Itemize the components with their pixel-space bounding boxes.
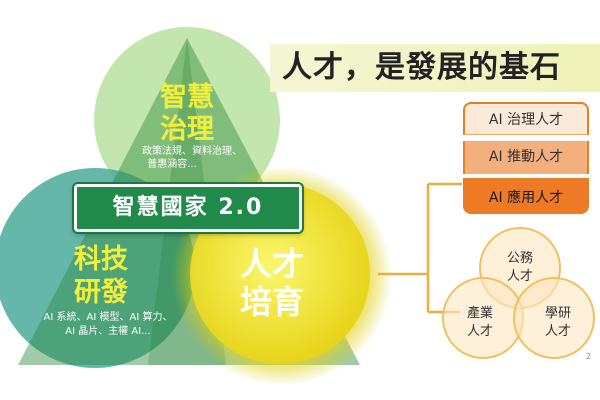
- tech-desc-2: AI 晶片、主權 AI...: [65, 324, 150, 337]
- governance-desc-2: 普惠涵容...: [147, 157, 197, 170]
- talent-type-promotion: AI 推動人才: [463, 141, 589, 174]
- smart-nation-banner: 智慧國家 2.0: [74, 184, 302, 232]
- venn-public-line2: 人才: [507, 269, 533, 284]
- page-number: 2: [586, 352, 592, 361]
- title-bar: [270, 44, 600, 92]
- talent-heading-2: 培育: [240, 283, 304, 321]
- governance-heading-2: 治理: [160, 114, 214, 145]
- venn-industry-line1: 產業: [467, 305, 493, 321]
- venn-academia-circle: [513, 277, 595, 359]
- governance-heading-1: 智慧: [160, 82, 214, 113]
- tech-heading-1: 科技: [74, 244, 128, 275]
- talent-type-governance: AI 治理人才: [463, 102, 589, 135]
- venn-public-line1: 公務: [507, 251, 533, 266]
- venn-industry-line2: 人才: [467, 324, 493, 339]
- page-title: 人才，是發展的基石: [282, 50, 561, 85]
- governance-desc-1: 政策法規、資料治理、: [142, 144, 242, 157]
- talent-type-application: AI 應用人才: [463, 178, 589, 214]
- tech-heading-2: 研發: [74, 277, 128, 308]
- tech-desc-1: AI 系統、AI 模型、AI 算力、: [44, 310, 173, 323]
- talent-heading-1: 人才: [240, 245, 304, 283]
- venn-academia-line1: 學研: [545, 306, 571, 321]
- governance-circle: [94, 27, 280, 213]
- venn-academia-line2: 人才: [545, 324, 571, 339]
